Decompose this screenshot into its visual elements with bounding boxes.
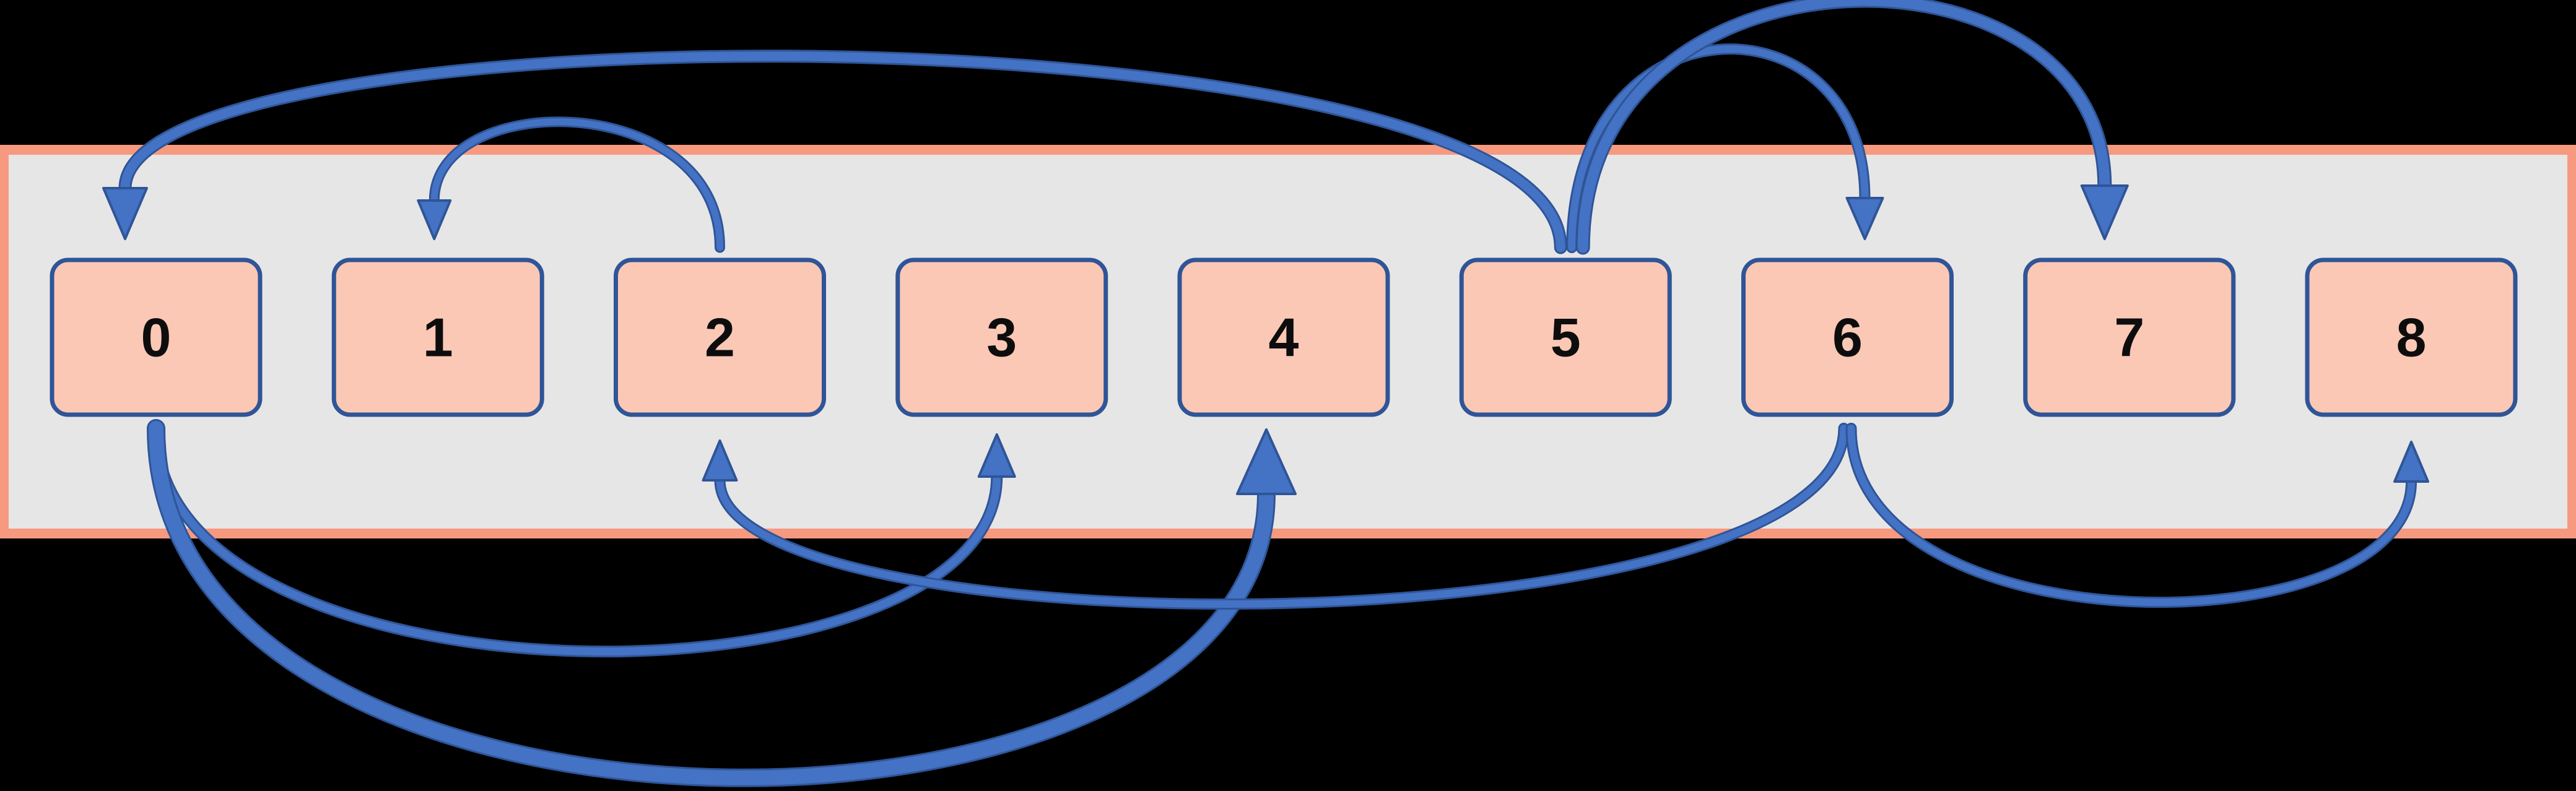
array-cell-label: 4 (1269, 307, 1299, 368)
array-cell-label: 0 (141, 307, 172, 368)
array-cell-label: 5 (1551, 307, 1581, 368)
array-cell-2: 2 (614, 257, 826, 417)
array-cell-label: 8 (2396, 307, 2427, 368)
array-cell-box (1459, 257, 1672, 417)
array-cell-5: 5 (1459, 257, 1672, 417)
array-cell-label: 1 (423, 307, 453, 368)
array-cell-4: 4 (1177, 257, 1390, 417)
arrow-path (120, 51, 1565, 253)
arrow-6-to-8 (1845, 423, 2429, 608)
array-cell-box (2023, 257, 2236, 417)
arrowhead-icon (1845, 197, 1884, 240)
arrowhead-icon (417, 199, 452, 240)
arrowhead-icon (2393, 441, 2429, 483)
array-cell-label: 2 (705, 307, 735, 368)
arrow-path (1568, 45, 1869, 251)
arrow-path (430, 118, 723, 251)
arrow-path (1847, 425, 2415, 607)
arrowhead-icon (2080, 184, 2129, 240)
array-cell-6: 6 (1741, 257, 1954, 417)
arrowhead-icon (1236, 428, 1297, 495)
array-cell-7: 7 (2023, 257, 2236, 417)
array-cell-label: 7 (2114, 307, 2144, 368)
array-cell-1: 1 (331, 257, 544, 417)
arrow-2-to-1 (417, 116, 725, 253)
array-cell-label: 6 (1832, 307, 1863, 368)
arrow-path (1577, 0, 2110, 253)
arrow-path (152, 424, 1001, 656)
array-cell-8: 8 (2305, 257, 2518, 417)
array-cell-box (1177, 257, 1390, 417)
arrow-0-to-3 (150, 422, 1016, 658)
arrowhead-icon (102, 187, 148, 240)
arrow-5-to-6 (1566, 43, 1884, 253)
array-cell-box (2305, 257, 2518, 417)
array-cell-box (331, 257, 544, 417)
arrowhead-icon (977, 433, 1016, 478)
array-cell-box (895, 257, 1108, 417)
arrow-path (716, 425, 1848, 608)
arrow-5-to-0 (102, 50, 1567, 254)
array-cell-3: 3 (895, 257, 1108, 417)
arrow-5-to-7 (1575, 0, 2129, 255)
arrow-6-to-2 (702, 423, 1850, 610)
arrow-path (149, 421, 1274, 785)
array-cell-0: 0 (50, 257, 263, 417)
array-cell-box (614, 257, 826, 417)
array-cell-box (1741, 257, 1954, 417)
array-cell-label: 3 (986, 307, 1017, 368)
arrowhead-icon (702, 439, 738, 482)
arrow-0-to-4 (147, 419, 1297, 787)
array-cell-box (50, 257, 263, 417)
